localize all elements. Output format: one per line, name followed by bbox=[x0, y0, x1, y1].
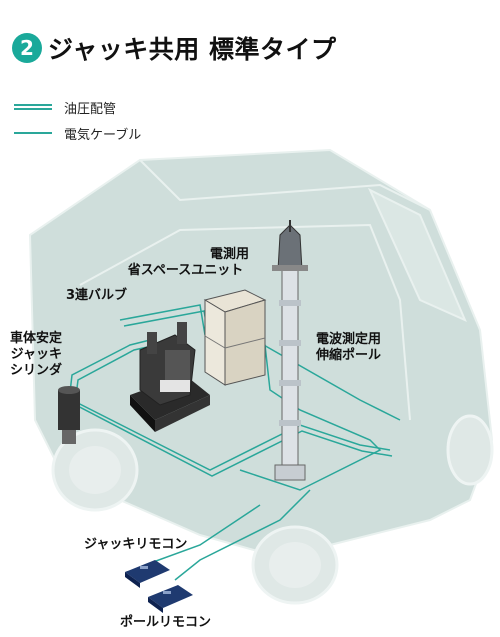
jack-cylinder bbox=[58, 386, 80, 444]
pole-remote-label: ポールリモコン bbox=[120, 615, 212, 630]
single-line-swatch bbox=[14, 129, 52, 137]
jack-remote-label: ジャッキリモコン bbox=[84, 537, 188, 552]
telescopic-pole bbox=[272, 220, 308, 481]
diagram-header: 2 ジャッキ共用 標準タイプ bbox=[12, 30, 336, 66]
jack-cylinder-label: 車体安定 ジャッキ シリンダ bbox=[10, 331, 63, 378]
pole-remote-device bbox=[148, 585, 193, 613]
vehicle-roof-edge bbox=[139, 159, 431, 211]
pole-label: 電波測定用 伸縮ポール bbox=[316, 332, 382, 363]
vehicle-window bbox=[367, 187, 467, 322]
jack-remote-device bbox=[125, 560, 170, 588]
vehicle-side-panel bbox=[79, 223, 411, 421]
legend: 油圧配管 電気ケーブル bbox=[14, 94, 141, 146]
rear-wheel-far bbox=[446, 414, 494, 486]
step-number-badge: 2 bbox=[12, 33, 42, 63]
legend-label: 油圧配管 bbox=[64, 101, 117, 117]
valve-machine bbox=[130, 322, 210, 432]
legend-item-hydraulic: 油圧配管 bbox=[14, 94, 141, 120]
valve-label: 3連バルブ bbox=[66, 288, 128, 303]
space-saving-unit bbox=[203, 289, 267, 386]
diagram-title: ジャッキ共用 標準タイプ bbox=[48, 35, 337, 64]
legend-label: 電気ケーブル bbox=[64, 127, 142, 143]
legend-item-cable: 電気ケーブル bbox=[14, 120, 141, 146]
unit-label: 電測用 省スペースユニット bbox=[127, 247, 250, 278]
double-line-swatch bbox=[14, 103, 52, 111]
